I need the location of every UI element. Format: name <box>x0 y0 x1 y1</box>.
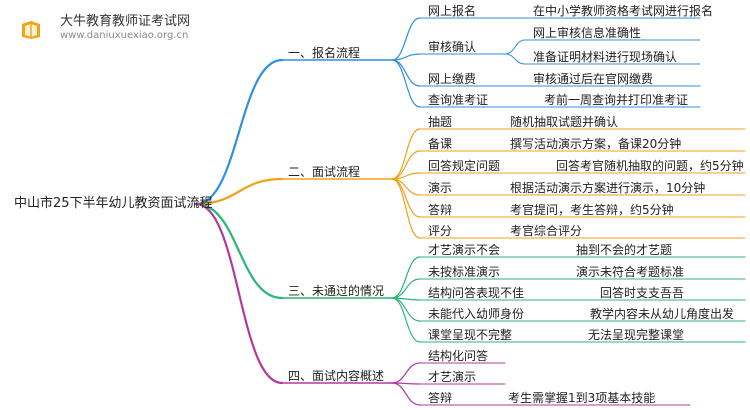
node-review-confirm: 审核确认 <box>428 40 477 54</box>
desc-structured-fail: 回答时支支吾吾 <box>600 286 685 300</box>
desc-draw-question: 随机抽取试题并确认 <box>510 115 619 129</box>
desc-final-defense: 考生需掌握1到3项基本技能 <box>508 391 656 405</box>
node-lesson-prep: 备课 <box>428 137 453 151</box>
branch-2-leaf-6-line <box>391 178 421 239</box>
root-to-branch-1-line <box>194 58 284 206</box>
branch-4-leaf-1-line <box>391 362 421 384</box>
branch-3-leaf-2-line <box>391 278 421 299</box>
watermark-site-url: www.daniuxuexiao.org.cn <box>60 30 189 41</box>
review-detail-line-1 <box>504 39 701 55</box>
node-defense: 答辩 <box>428 203 453 217</box>
node-demonstration: 演示 <box>428 181 453 195</box>
desc-lesson-prep: 撰写活动演示方案，备课20分钟 <box>510 137 682 151</box>
node-talent-fail: 才艺演示不会 <box>428 243 501 257</box>
desc-standard-fail: 演示未符合考题标准 <box>576 265 685 279</box>
node-online-registration: 网上报名 <box>428 4 477 18</box>
site-watermark: 大牛教育教师证考试网 www.daniuxuexiao.org.cn <box>14 6 214 46</box>
desc-admission-ticket: 考前一周查询并打印准考证 <box>544 93 689 107</box>
node-structured-fail: 结构问答表现不佳 <box>428 286 525 300</box>
node-talent-show: 才艺演示 <box>428 370 477 384</box>
review-detail-line-2 <box>504 53 701 65</box>
branch-2-leaf-2-line <box>391 150 421 180</box>
node-structured-qa: 结构化问答 <box>428 349 489 363</box>
branch-3-leaf-1-line <box>391 256 421 299</box>
desc-review-confirm-2: 准备证明材料进行现场确认 <box>533 50 678 64</box>
desc-online-registration: 在中小学教师资格考试网进行报名 <box>533 4 714 18</box>
root-to-branch-3-line <box>194 202 284 300</box>
desc-online-payment: 审核通过后在官网缴费 <box>533 72 654 86</box>
desc-demonstration: 根据活动演示方案进行演示，10分钟 <box>510 181 706 195</box>
branch-1-label: 一、报名流程 <box>288 46 361 60</box>
node-answer-questions: 回答规定问题 <box>428 159 501 173</box>
node-final-defense: 答辩 <box>428 391 453 405</box>
root-to-branch-4-line <box>194 202 284 385</box>
desc-talent-fail: 抽到不会的才艺题 <box>576 243 673 257</box>
branch-1-leaf-4-line <box>391 59 421 108</box>
branch-3-leaf-4-line <box>391 297 421 322</box>
book-logo-icon <box>22 21 40 39</box>
mindmap-root-title: 中山市25下半年幼儿教资面试流程 <box>14 196 213 211</box>
branch-2-label: 二、面试流程 <box>288 165 361 179</box>
branch-2-leaf-1-line <box>391 128 421 180</box>
branch-1-leaf-1-line <box>391 17 421 61</box>
branch-3-label: 三、未通过的情况 <box>288 284 385 298</box>
branch-3-leaf-5-line <box>391 297 421 343</box>
desc-role-fail: 教学内容未从幼儿角度出发 <box>590 307 735 321</box>
branch-4-label: 四、面试内容概述 <box>288 369 385 383</box>
node-role-fail: 未能代入幼师身份 <box>428 307 525 321</box>
desc-scoring: 考官综合评分 <box>510 224 583 238</box>
branch-2-leaf-5-line <box>391 178 421 218</box>
branch-1-leaf-2-line <box>391 53 421 61</box>
node-class-fail: 课堂呈现不完整 <box>428 328 513 342</box>
desc-defense: 考官提问，考生答辩，约5分钟 <box>510 203 674 217</box>
node-admission-ticket: 查询准考证 <box>428 93 489 107</box>
watermark-site-name: 大牛教育教师证考试网 <box>60 14 191 29</box>
node-scoring: 评分 <box>428 224 453 238</box>
desc-answer-questions: 回答考官随机抽取的问题，约5分钟 <box>556 159 744 173</box>
desc-class-fail: 无法呈现完整课堂 <box>588 328 685 342</box>
node-online-payment: 网上缴费 <box>428 72 477 86</box>
branch-4-leaf-3-line <box>391 382 421 406</box>
node-draw-question: 抽题 <box>428 115 453 129</box>
desc-review-confirm-1: 网上审核信息准确性 <box>533 26 642 40</box>
node-standard-fail: 未按标准演示 <box>428 265 501 279</box>
root-to-branch-2-line <box>194 177 284 206</box>
